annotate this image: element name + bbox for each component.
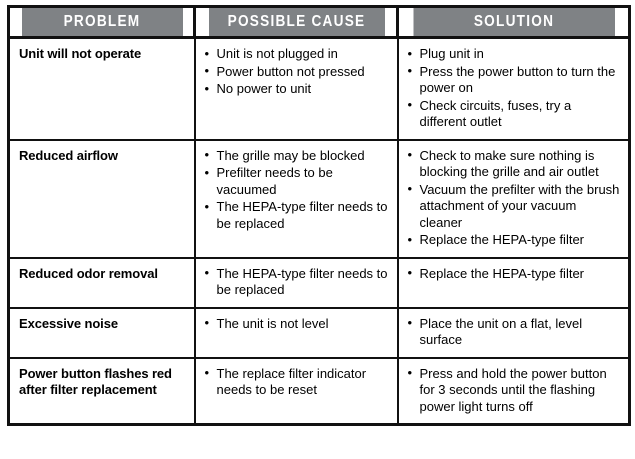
solution-list: Replace the HEPA-type filter xyxy=(408,265,622,283)
cell-solution: Press and hold the power button for 3 se… xyxy=(398,358,630,425)
list-item: Power button not pressed xyxy=(205,63,390,81)
list-item: Press and hold the power button for 3 se… xyxy=(408,365,622,416)
cell-problem: Power button flashes red after filter re… xyxy=(8,357,196,425)
cell-possible-cause: The HEPA-type filter needs to be replace… xyxy=(194,257,399,309)
troubleshooting-table: PROBLEM POSSIBLE CAUSE SOLUTION Unit wil… xyxy=(7,5,631,426)
cell-possible-cause: Unit is not plugged in Power button not … xyxy=(194,37,399,141)
list-item: Place the unit on a flat, level surface xyxy=(408,315,622,349)
list-item: Check circuits, fuses, try a different o… xyxy=(408,97,622,131)
cell-problem: Reduced odor removal xyxy=(8,257,196,309)
cell-problem: Excessive noise xyxy=(8,307,196,359)
list-item: Vacuum the prefilter with the brush atta… xyxy=(408,181,622,232)
table-header-row: PROBLEM POSSIBLE CAUSE SOLUTION xyxy=(9,6,630,39)
list-item: Replace the HEPA-type filter xyxy=(408,232,622,249)
list-item: The HEPA-type filter needs to be replace… xyxy=(205,265,390,299)
table-header: PROBLEM POSSIBLE CAUSE SOLUTION xyxy=(9,6,630,39)
cell-solution: Plug unit in Press the power button to t… xyxy=(397,37,630,141)
table-row: Reduced odor removal The HEPA-type filte… xyxy=(8,257,630,309)
list-item: Press the power button to turn the power… xyxy=(408,63,622,97)
cell-possible-cause: The grille may be blocked Prefilter need… xyxy=(194,139,399,259)
cell-solution: Place the unit on a flat, level surface xyxy=(397,307,630,359)
cell-problem: Unit will not operate xyxy=(8,37,196,141)
list-item: The unit is not level xyxy=(205,315,390,333)
list-item: The replace filter indicator needs to be… xyxy=(205,365,390,399)
column-header-solution: SOLUTION xyxy=(411,6,616,39)
cell-solution: Replace the HEPA-type filter xyxy=(397,257,630,309)
table-row: Unit will not operate Unit is not plugge… xyxy=(8,37,630,141)
cause-list: The unit is not level xyxy=(205,315,390,333)
column-header-solution-label: SOLUTION xyxy=(473,13,554,30)
list-item: Plug unit in xyxy=(408,46,622,63)
table-row: Reduced airflow The grille may be blocke… xyxy=(8,139,630,259)
cell-possible-cause: The unit is not level xyxy=(194,307,399,359)
list-item: Unit is not plugged in xyxy=(205,46,390,63)
table-body: Unit will not operate Unit is not plugge… xyxy=(8,37,630,425)
list-item: Prefilter needs to be vacuumed xyxy=(205,165,390,198)
column-header-possible-cause-label: POSSIBLE CAUSE xyxy=(227,13,365,30)
cell-solution: Check to make sure nothing is blocking t… xyxy=(397,139,630,259)
list-item: Check to make sure nothing is blocking t… xyxy=(408,147,622,181)
column-header-possible-cause: POSSIBLE CAUSE xyxy=(206,6,387,39)
column-header-problem-label: PROBLEM xyxy=(63,13,140,30)
list-item: Replace the HEPA-type filter xyxy=(408,265,622,283)
cause-list: Unit is not plugged in Power button not … xyxy=(205,46,390,98)
cause-list: The HEPA-type filter needs to be replace… xyxy=(205,265,390,299)
cell-problem: Reduced airflow xyxy=(8,139,196,259)
column-header-problem: PROBLEM xyxy=(19,6,185,39)
solution-list: Place the unit on a flat, level surface xyxy=(408,315,622,349)
cause-list: The grille may be blocked Prefilter need… xyxy=(205,147,390,233)
cell-possible-cause: The replace filter indicator needs to be… xyxy=(194,357,399,425)
cause-list: The replace filter indicator needs to be… xyxy=(205,365,390,399)
table-row: Excessive noise The unit is not level Pl… xyxy=(8,307,630,359)
solution-list: Press and hold the power button for 3 se… xyxy=(408,365,622,416)
solution-list: Plug unit in Press the power button to t… xyxy=(408,46,622,131)
list-item: The HEPA-type filter needs to be replace… xyxy=(205,199,390,232)
table-row: Power button flashes red after filter re… xyxy=(8,357,630,425)
list-item: The grille may be blocked xyxy=(205,147,390,165)
solution-list: Check to make sure nothing is blocking t… xyxy=(408,147,622,249)
list-item: No power to unit xyxy=(205,81,390,98)
